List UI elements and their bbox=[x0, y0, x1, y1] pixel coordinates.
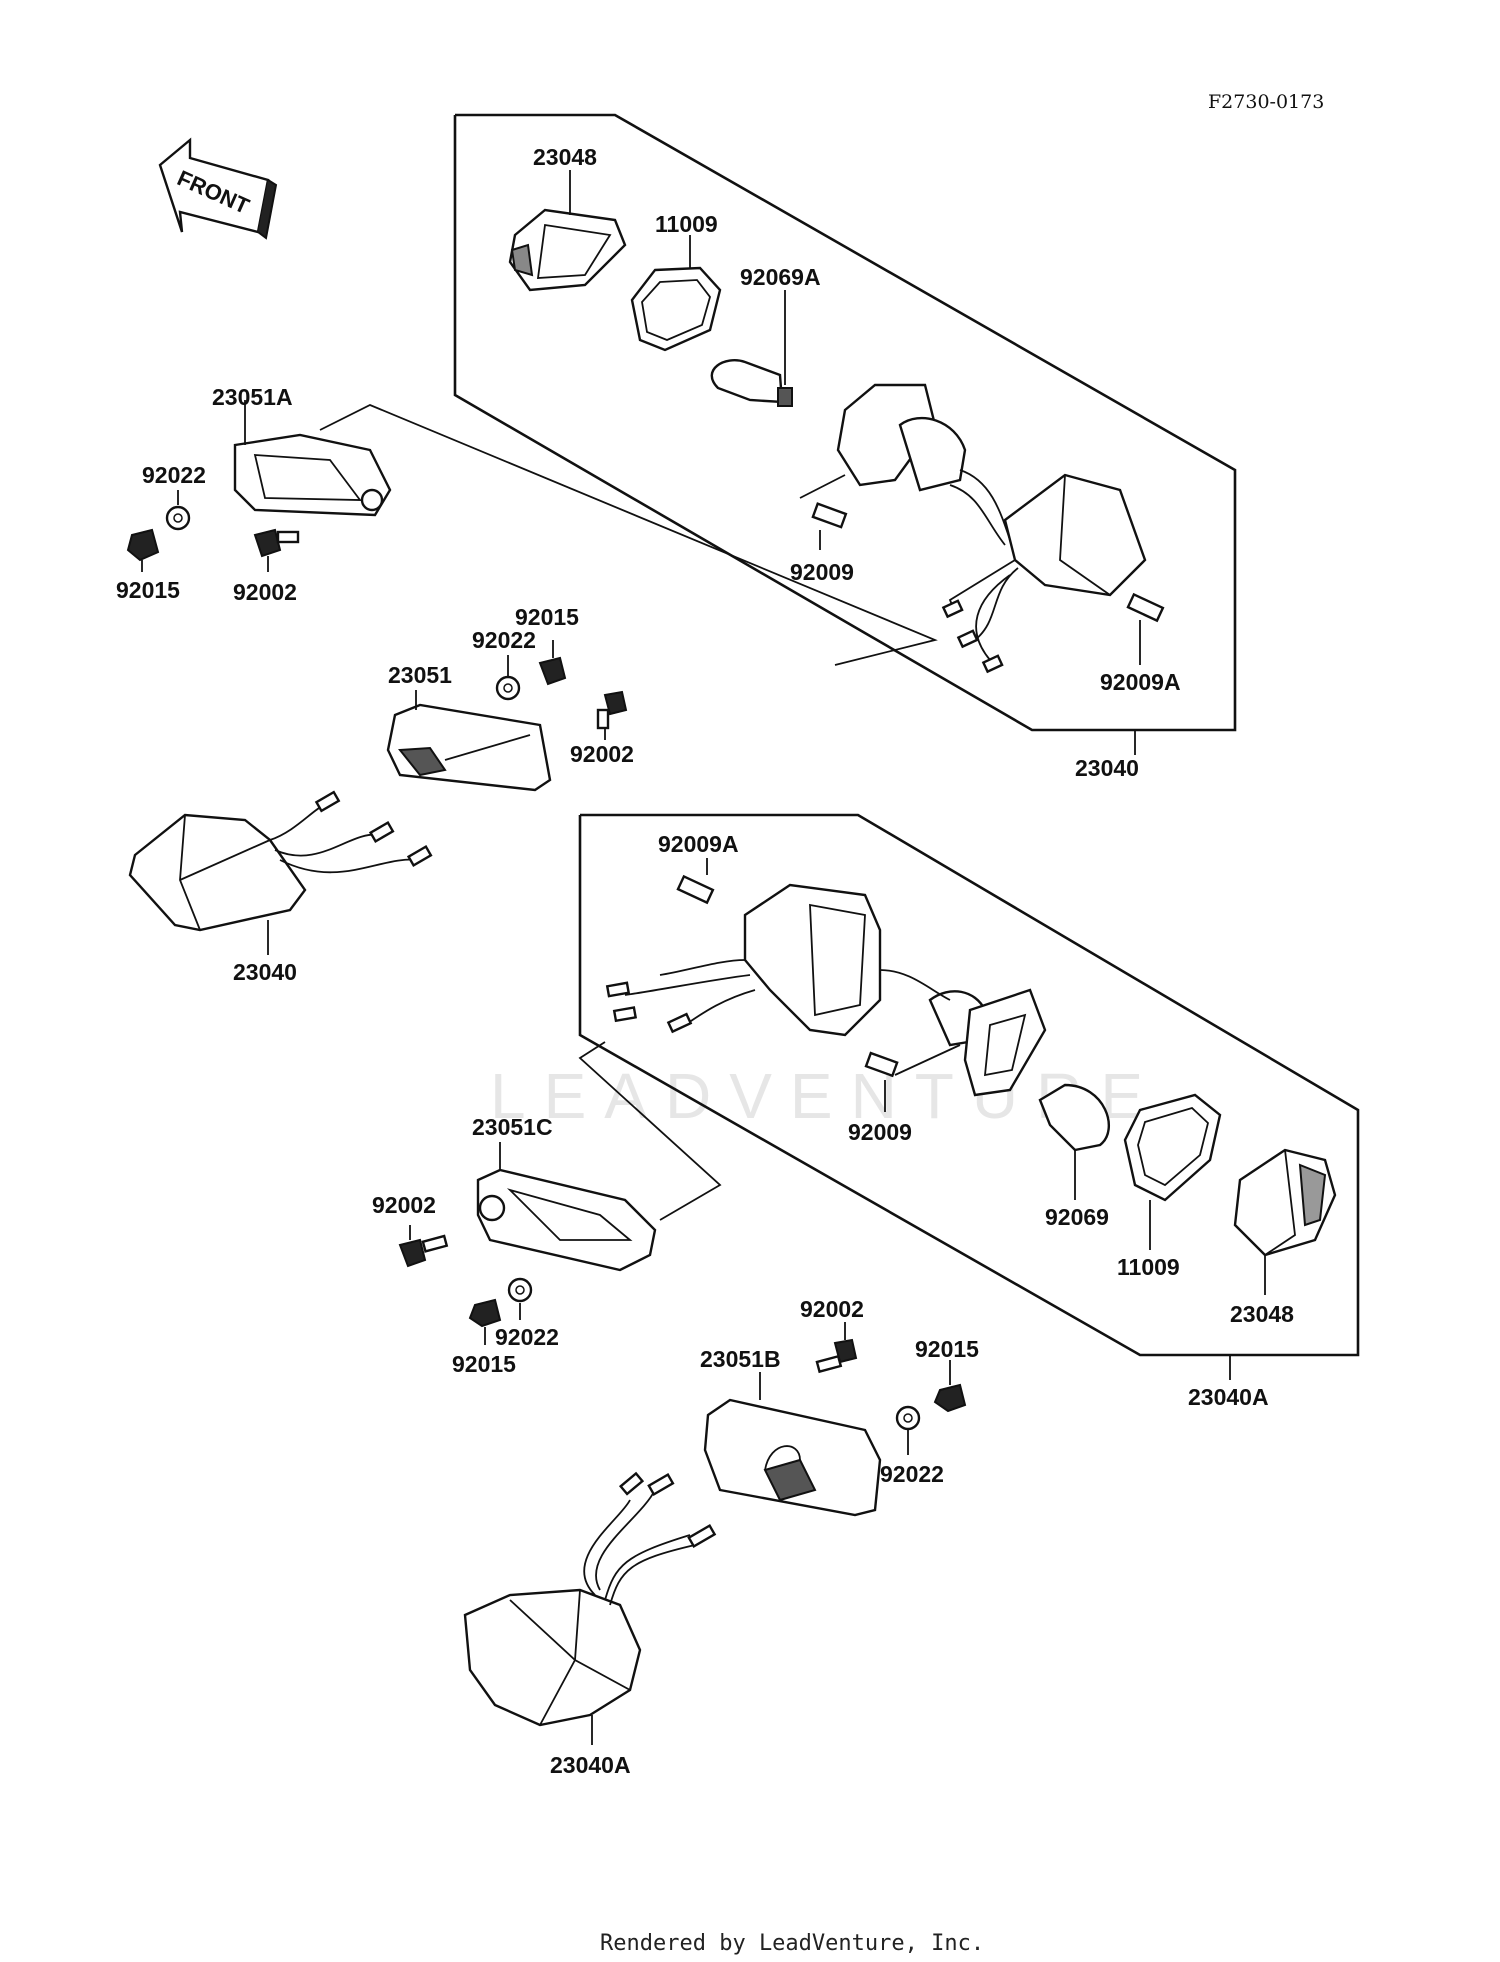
callout-bottom-signal: 23040A bbox=[550, 1752, 631, 1778]
callout-lower-washer: 92022 bbox=[495, 1324, 559, 1350]
bottom-nut-part bbox=[933, 1383, 967, 1413]
callout-left-signal: 23040 bbox=[233, 959, 297, 985]
bottom-bracket-group: 92002 92015 23051B 92022 bbox=[700, 1296, 979, 1517]
callout-upper-assembly: 23040 bbox=[1075, 755, 1139, 781]
left-bolt-part bbox=[253, 528, 300, 558]
lower-screw-part bbox=[864, 1044, 961, 1112]
upper-connector-line bbox=[319, 404, 938, 666]
mid-bolt-part bbox=[596, 690, 628, 730]
callout-mid-bracket: 23051 bbox=[388, 662, 452, 688]
lower-connector-line bbox=[578, 1041, 722, 1221]
callout-lower-bulb: 92069 bbox=[1045, 1204, 1109, 1230]
front-arrow-icon: FRONT bbox=[158, 137, 278, 240]
callout-upper-screw-a: 92009A bbox=[1100, 669, 1181, 695]
callout-left-washer: 92022 bbox=[142, 462, 206, 488]
upper-gasket-part bbox=[630, 266, 722, 352]
bottom-bolt-part bbox=[815, 1338, 858, 1374]
lower-nut-part bbox=[468, 1298, 502, 1328]
callout-upper-gasket: 11009 bbox=[655, 211, 718, 237]
bottom-bracket-part bbox=[703, 1398, 882, 1517]
upper-housing-part bbox=[836, 383, 1147, 674]
callout-upper-bulb: 92069A bbox=[740, 264, 821, 290]
lower-bolt-part bbox=[398, 1234, 449, 1268]
upper-box-outline bbox=[453, 113, 1237, 732]
lower-screw-a-part bbox=[676, 858, 715, 905]
lower-box-outline bbox=[578, 813, 1360, 1357]
watermark-text: LEADVENTURE bbox=[490, 1060, 1161, 1132]
callout-lower-bracket-c: 23051C bbox=[472, 1114, 553, 1140]
callout-lower-bolt: 92002 bbox=[372, 1192, 436, 1218]
left-signal-part: 23040 bbox=[128, 790, 433, 985]
figure-id: F2730-0173 bbox=[1208, 91, 1324, 113]
mid-bracket-group: 92015 92022 23051 92002 bbox=[386, 604, 634, 792]
callout-lower-screw-a: 92009A bbox=[658, 831, 739, 857]
callout-mid-washer: 92022 bbox=[472, 627, 536, 653]
left-nut-part bbox=[126, 528, 160, 562]
mid-bracket-part bbox=[386, 703, 552, 792]
render-credit: Rendered by LeadVenture, Inc. bbox=[600, 1931, 984, 1956]
bottom-signal-part: 23040A bbox=[463, 1471, 717, 1778]
upper-screw-part bbox=[799, 474, 848, 550]
callout-lower-gasket: 11009 bbox=[1117, 1254, 1180, 1280]
upper-screw-a-part bbox=[1126, 592, 1165, 665]
callout-lower-assembly: 23040A bbox=[1188, 1384, 1269, 1410]
callout-lower-screw: 92009 bbox=[848, 1119, 912, 1145]
upper-assembly-box: 23048 11009 92069A 92009 92009A 23040 bbox=[453, 113, 1237, 781]
lower-bracket-c-group: 23051C 92002 92022 92015 bbox=[372, 1114, 657, 1377]
callout-left-nut: 92015 bbox=[116, 577, 180, 603]
upper-lens-part bbox=[508, 208, 627, 292]
callout-bottom-bolt: 92002 bbox=[800, 1296, 864, 1322]
callout-mid-bolt: 92002 bbox=[570, 741, 634, 767]
callout-lower-lens: 23048 bbox=[1230, 1301, 1294, 1327]
lower-housing-part bbox=[605, 883, 1047, 1097]
lower-lens-part bbox=[1233, 1148, 1337, 1295]
callout-bottom-nut: 92015 bbox=[915, 1336, 979, 1362]
callout-left-bolt: 92002 bbox=[233, 579, 297, 605]
lower-gasket-part bbox=[1123, 1093, 1222, 1250]
callout-bottom-washer: 92022 bbox=[880, 1461, 944, 1487]
callout-mid-nut: 92015 bbox=[515, 604, 579, 630]
callout-upper-lens: 23048 bbox=[533, 144, 597, 170]
callout-upper-screw: 92009 bbox=[790, 559, 854, 585]
callout-bottom-bracket: 23051B bbox=[700, 1346, 781, 1372]
mid-nut-part bbox=[538, 656, 567, 686]
left-bracket-group: 23051A 92022 92015 92002 bbox=[116, 384, 392, 605]
lower-bracket-c-part bbox=[476, 1168, 657, 1272]
lower-bulb-part bbox=[1038, 1083, 1110, 1200]
callout-left-bracket: 23051A bbox=[212, 384, 293, 410]
lower-assembly-box: 92009A 92009 92069 11009 23048 23040A bbox=[578, 813, 1360, 1410]
upper-bulb-part bbox=[710, 359, 793, 407]
callout-lower-nut: 92015 bbox=[452, 1351, 516, 1377]
